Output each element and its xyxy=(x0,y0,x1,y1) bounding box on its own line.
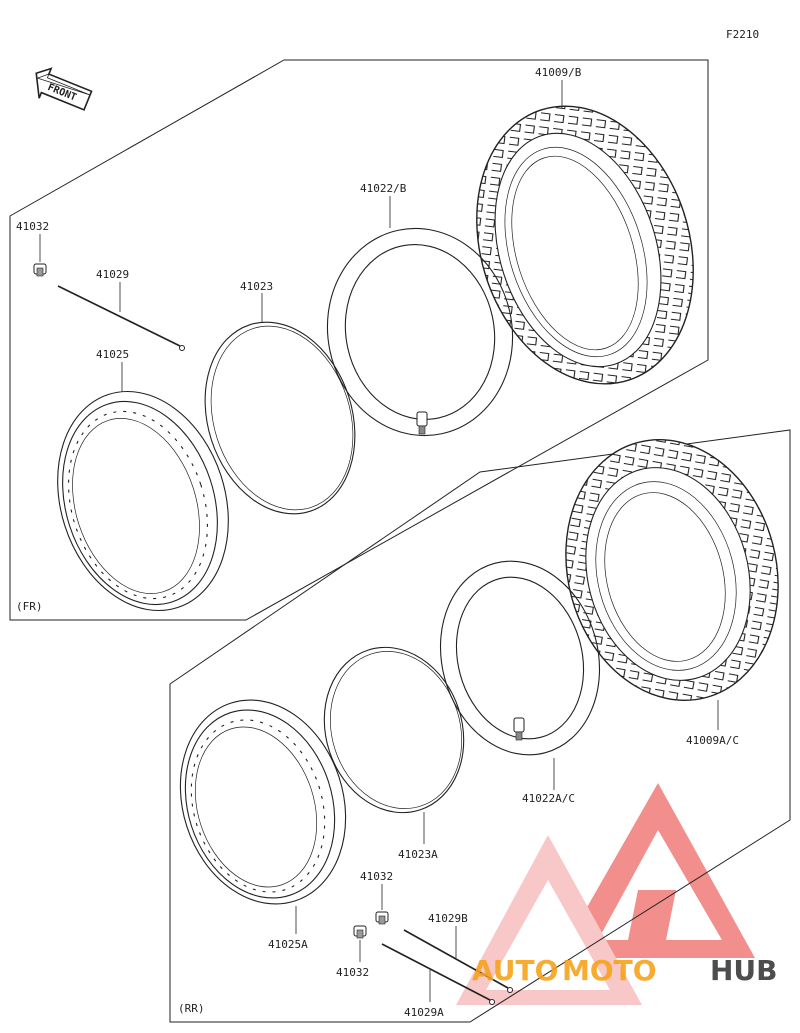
rear-tire xyxy=(565,438,779,702)
front-tire-label: 41009/B xyxy=(535,66,582,79)
front-spoke xyxy=(57,283,185,351)
watermark-hub: HUB xyxy=(710,954,778,987)
front-tube-label: 41022/B xyxy=(360,182,407,195)
rear-section-frame xyxy=(169,429,791,1023)
front-rim-band-label: 41023 xyxy=(240,280,273,293)
rear-nipple-upper xyxy=(375,911,389,925)
front-section-label: (FR) xyxy=(16,600,43,613)
rear-tire-label: 41009A/C xyxy=(686,734,739,747)
rear-spoke-a xyxy=(381,943,495,1005)
rear-rim-band-label: 41023A xyxy=(398,848,438,861)
front-rim-band xyxy=(204,321,356,515)
rear-nipple-upper-label: 41032 xyxy=(360,870,393,883)
front-arrow-icon: FRONT xyxy=(35,67,93,111)
rear-tube xyxy=(439,560,601,756)
watermark-logo xyxy=(456,783,755,1005)
rear-section-label: (RR) xyxy=(178,1002,205,1015)
rear-tube-label: 41022A/C xyxy=(522,792,575,805)
front-spoke-label: 41029 xyxy=(96,268,129,281)
rear-spoke-b-label: 41029B xyxy=(428,912,468,925)
rear-nipple-lower xyxy=(353,925,367,939)
front-rim-label: 41025 xyxy=(96,348,129,361)
rear-spoke-a-label: 41029A xyxy=(404,1006,444,1019)
rear-rim-label: 41025A xyxy=(268,938,308,951)
front-tube xyxy=(326,227,514,437)
front-nipple-label: 41032 xyxy=(16,220,49,233)
rear-rim xyxy=(179,699,347,905)
watermark-auto: AUTO xyxy=(472,954,558,987)
rear-nipple-lower-label: 41032 xyxy=(336,966,369,979)
figure-code: F2210 xyxy=(726,28,759,41)
front-nipple xyxy=(33,263,47,277)
front-rim xyxy=(57,390,229,612)
rear-spoke-b xyxy=(403,929,513,993)
watermark-moto: MOTO xyxy=(562,954,657,987)
rear-rim-band xyxy=(323,646,465,814)
watermark-text: AUTO MOTO HUB xyxy=(472,954,778,987)
front-tire xyxy=(476,105,694,385)
front-section-frame xyxy=(9,59,709,621)
